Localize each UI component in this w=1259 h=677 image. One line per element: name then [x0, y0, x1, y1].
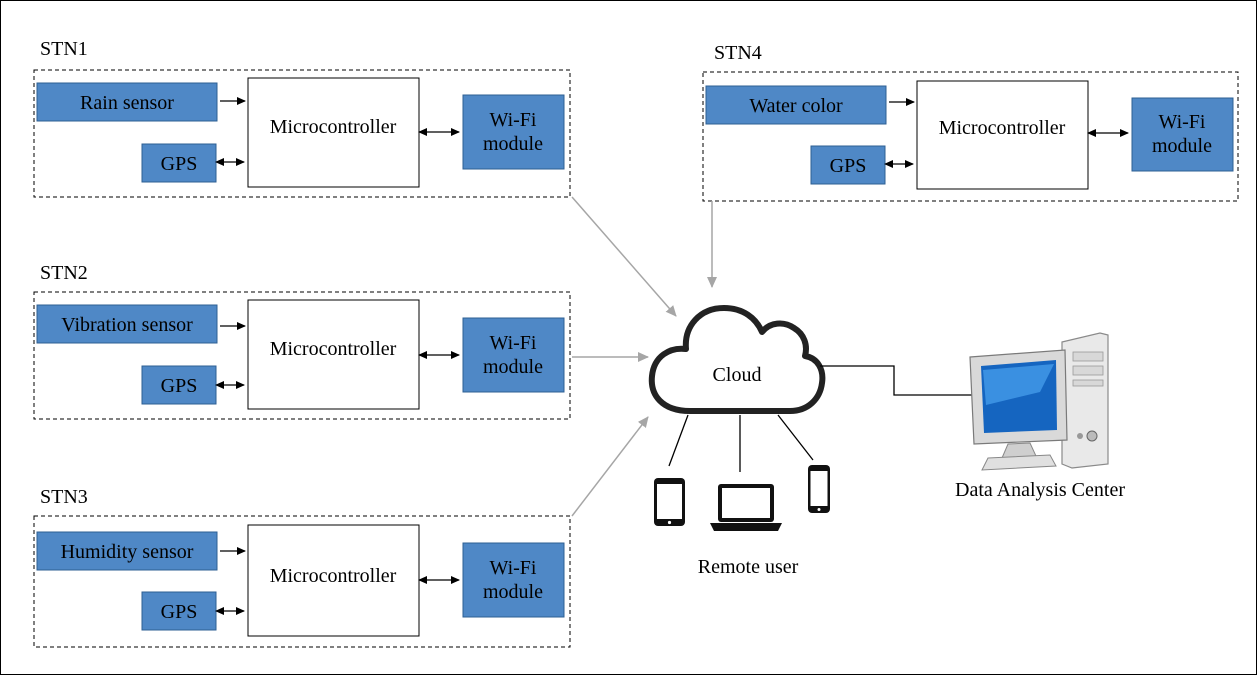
tablet-icon	[654, 478, 685, 526]
sensor-label: Rain sensor	[80, 92, 174, 114]
station-stn1: STN1 Rain sensor GPS Microcontroller Wi-…	[33, 38, 571, 198]
station-title: STN3	[40, 486, 88, 508]
sensor-label: Vibration sensor	[61, 314, 193, 336]
gps-label: GPS	[161, 601, 198, 623]
sensor-box	[36, 82, 218, 122]
station-title: STN4	[714, 42, 762, 64]
station-stn2: STN2 Vibration sensor GPS Microcontrolle…	[33, 262, 571, 420]
cloud-label: Cloud	[713, 364, 762, 386]
wifi-box	[1131, 97, 1234, 172]
wifi-label-line2: module	[1152, 135, 1212, 157]
microcontroller-box	[916, 80, 1089, 190]
wifi-label-line1: Wi-Fi	[1159, 111, 1206, 133]
laptop-icon	[710, 484, 782, 531]
microcontroller-label: Microcontroller	[270, 338, 397, 360]
microcontroller-label: Microcontroller	[270, 116, 397, 138]
gps-label: GPS	[830, 155, 867, 177]
wifi-label-line2: module	[483, 133, 543, 155]
microcontroller-label: Microcontroller	[270, 565, 397, 587]
station-border	[33, 291, 571, 420]
cloud-icon: Cloud	[648, 305, 826, 414]
remote-user-label: Remote user	[698, 556, 799, 578]
wifi-label-line1: Wi-Fi	[490, 557, 537, 579]
cloud-to-phone-line	[777, 414, 814, 461]
station-title: STN2	[40, 262, 88, 284]
cloud-to-tablet-line	[668, 414, 689, 467]
wifi-label-line2: module	[483, 356, 543, 378]
microcontroller-box	[247, 299, 420, 410]
station-stn4: STN4 Water color GPS Microcontroller Wi-…	[702, 42, 1239, 202]
sensor-box	[36, 531, 218, 571]
sensor-label: Water color	[749, 95, 843, 117]
stn1-to-cloud-arrow	[571, 196, 677, 317]
station-border	[702, 71, 1239, 202]
sensor-label: Humidity sensor	[61, 541, 194, 563]
stn3-to-cloud-arrow	[571, 416, 649, 517]
wifi-label-line1: Wi-Fi	[490, 332, 537, 354]
microcontroller-label: Microcontroller	[939, 117, 1066, 139]
station-stn3: STN3 Humidity sensor GPS Microcontroller…	[33, 486, 571, 648]
station-border	[33, 515, 571, 648]
gps-box	[141, 591, 217, 631]
wifi-label-line1: Wi-Fi	[490, 109, 537, 131]
gps-label: GPS	[161, 153, 198, 175]
wifi-box	[462, 542, 565, 618]
microcontroller-box	[247, 524, 420, 637]
station-border	[33, 69, 571, 198]
phone-icon	[808, 465, 830, 513]
sensor-box	[705, 85, 887, 125]
wifi-label-line2: module	[483, 581, 543, 603]
sensor-box	[36, 304, 218, 344]
computer-icon	[969, 332, 1109, 471]
data-analysis-center-label: Data Analysis Center	[955, 479, 1125, 501]
wifi-box	[462, 94, 565, 170]
gps-label: GPS	[161, 375, 198, 397]
wifi-box	[462, 317, 565, 393]
cloud-to-datacenter-line	[820, 365, 975, 396]
station-title: STN1	[40, 38, 88, 60]
gps-box	[141, 143, 217, 183]
